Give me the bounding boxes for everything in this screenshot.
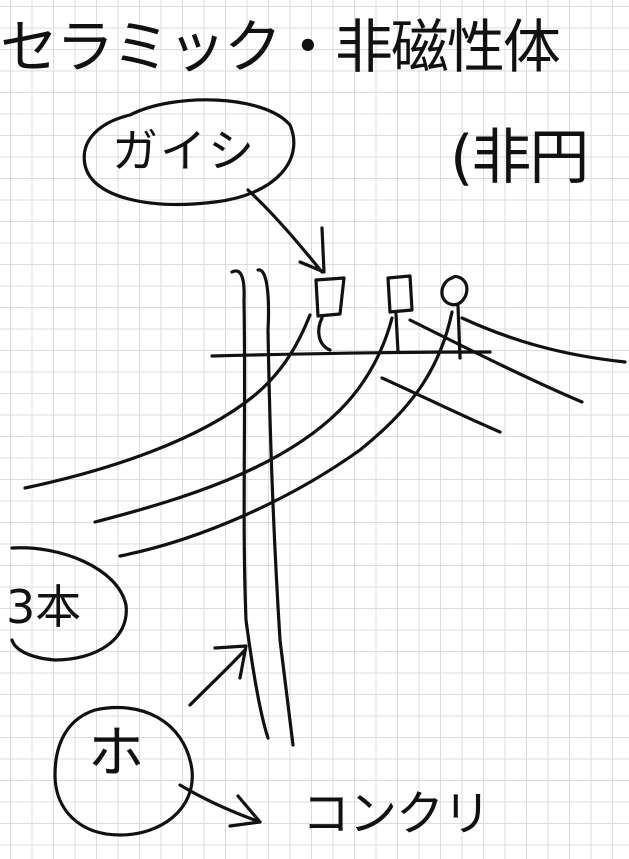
pole-material-label: コンクリ bbox=[302, 786, 491, 842]
cross-arm bbox=[210, 350, 492, 358]
pole-label-circle bbox=[53, 705, 194, 837]
insulator-label: ガイシ bbox=[112, 124, 256, 178]
wires-label-circle bbox=[10, 546, 128, 662]
material-pointer-arrowhead bbox=[228, 794, 262, 828]
insulator-label-circle bbox=[82, 98, 296, 206]
wire-right-2 bbox=[408, 318, 584, 404]
insulator-1 bbox=[314, 276, 346, 352]
wires-label: 3本 bbox=[6, 580, 82, 634]
material-pointer-arrow bbox=[178, 783, 262, 824]
insulator-pointer-arrow bbox=[246, 188, 324, 274]
wire-right-3 bbox=[380, 376, 502, 434]
pole-pointer-arrowhead bbox=[213, 644, 248, 680]
wire-3 bbox=[118, 310, 454, 558]
title-paren-text: (非円 bbox=[450, 123, 589, 193]
wire-1 bbox=[23, 313, 312, 490]
pole-left-line bbox=[230, 269, 270, 740]
wire-2 bbox=[93, 316, 394, 524]
pole-right-line bbox=[256, 268, 295, 747]
wire-right-1 bbox=[460, 316, 627, 364]
insulator-pointer-arrowhead bbox=[298, 226, 326, 274]
insulator-2 bbox=[386, 274, 414, 354]
pole-label: ホ bbox=[88, 721, 144, 786]
insulator-3 bbox=[440, 275, 469, 360]
title-text: セラミック・非磁性体 bbox=[0, 13, 561, 81]
pole-pointer-arrow bbox=[188, 648, 247, 707]
